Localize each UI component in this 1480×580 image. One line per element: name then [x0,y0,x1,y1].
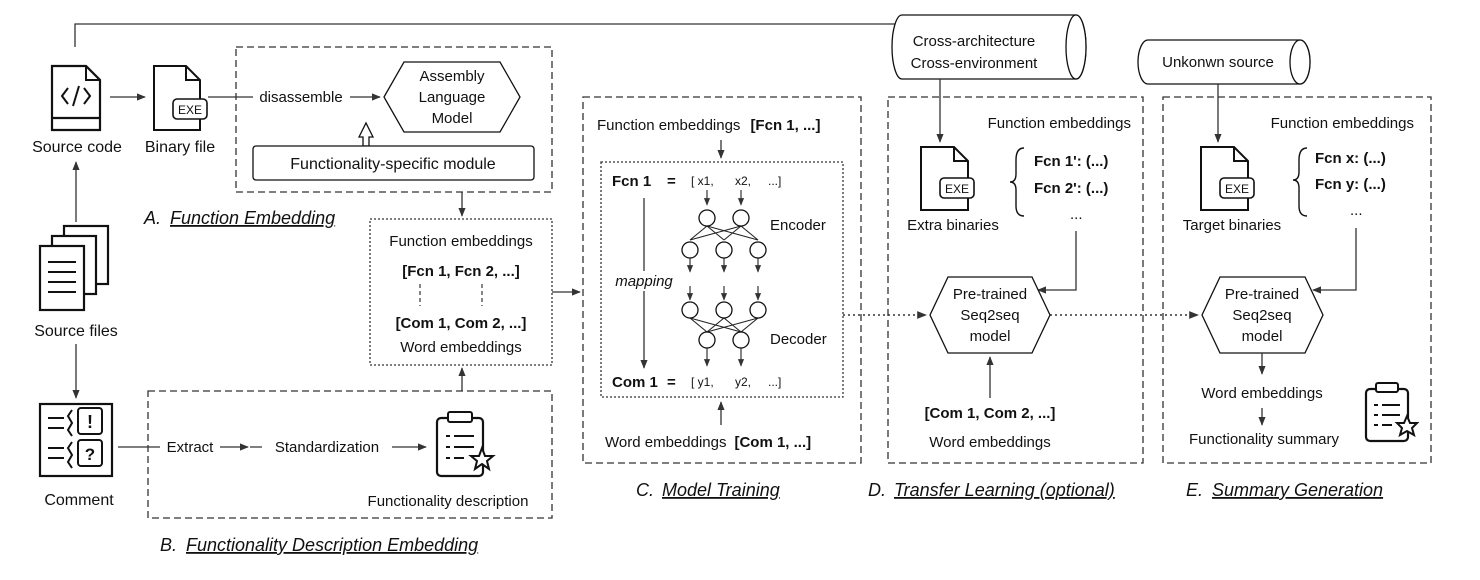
arrow-d-items-to-model [1037,231,1077,294]
section-e-letter: E. [1186,480,1203,500]
c-fcn1: Fcn 1 [612,173,651,190]
d-model-line-3: model [970,328,1011,345]
d-com-list: [Com 1, Com 2, ...] [925,405,1056,422]
mapping-label: mapping [615,273,673,290]
e-we-label: Word embeddings [1201,385,1322,402]
c-fcn1-eq: = [667,173,676,190]
extra-binary-icon [920,146,975,211]
binary-exe-text: EXE [178,103,202,117]
c-y3: ...] [768,375,781,389]
section-d-letter: D. [868,480,886,500]
e-item-3: ... [1350,202,1363,219]
d-model-line-1: Pre-trained [953,286,1027,303]
cross-architecture-cylinder [891,14,1087,80]
network-nodes [681,209,767,349]
arrow-e-items-to-model [1312,228,1357,294]
unknown-source-cylinder [1137,39,1311,85]
d-fe-label: Function embeddings [988,115,1131,132]
cylinder-d-line-1: Cross-architecture [913,33,1036,50]
assembly-model-hexagon [383,61,521,133]
extra-binaries-label: Extra binaries [907,217,999,234]
source-code-icon [50,64,102,132]
functionality-summary-label: Functionality summary [1189,431,1340,448]
functionality-description-label: Functionality description [368,493,529,510]
binary-file-label: Binary file [145,139,215,156]
section-e-box [1162,96,1432,464]
c-x3: ...] [768,174,781,188]
seq2seq-network [686,190,762,367]
e-model-hexagon [1201,276,1324,354]
cylinder-d-line-2: Cross-environment [911,55,1039,72]
c-we-label: Word embeddings[Com 1, ...] [605,434,811,451]
assembly-model-line-1: Assembly [419,68,485,85]
target-binary-icon [1200,146,1255,211]
c-x2: x2, [735,174,751,188]
comment-icon: ! ? [38,402,114,478]
section-d-box [887,96,1144,464]
section-a-box [235,46,553,193]
extract-label: Extract [167,439,215,456]
source-files-label: Source files [34,323,118,340]
e-model-line-1: Pre-trained [1225,286,1299,303]
assembly-model-line-2: Language [419,89,486,106]
source-files-icon [38,224,110,312]
standardization-label: Standardization [275,439,379,456]
d-item-1: Fcn 1': (...) [1034,153,1108,170]
pair-we-label: Word embeddings [400,339,521,356]
d-item-3: ... [1070,206,1083,223]
section-c-title: Model Training [662,480,780,500]
pair-com-list: [Com 1, Com 2, ...] [396,315,527,332]
disassemble-label: disassemble [259,89,342,106]
hollow-up-arrow [357,121,375,147]
functionality-module-box [252,145,535,181]
c-y2: y2, [735,375,751,389]
section-b-letter: B. [160,535,177,555]
e-model-line-2: Seq2seq [1232,307,1291,324]
section-b-box [147,390,553,519]
section-d-title: Transfer Learning (optional) [894,480,1115,500]
section-e-title: Summary Generation [1212,480,1383,500]
assembly-model-line-3: Model [432,110,473,127]
pair-fcn-list: [Fcn 1, Fcn 2, ...] [402,263,520,280]
functionality-module-label: Functionality-specific module [290,156,496,173]
binary-file-icon [153,65,208,131]
d-brace [1009,147,1025,217]
e-fe-label: Function embeddings [1271,115,1414,132]
target-binaries-label: Target binaries [1183,217,1281,234]
e-model-line-3: model [1242,328,1283,345]
pair-fe-label: Function embeddings [389,233,532,250]
d-we-label: Word embeddings [929,434,1050,451]
c-com1-eq: = [667,374,676,391]
summary-clipboard-icon [1364,382,1420,443]
e-brace [1292,147,1308,217]
source-code-label: Source code [32,139,122,156]
d-model-hexagon [929,276,1051,354]
d-exe-text: EXE [945,182,969,196]
comment-label: Comment [44,492,114,509]
e-exe-text: EXE [1225,182,1249,196]
c-y1: [ y1, [691,375,714,389]
top-link-line [74,23,962,47]
section-a-letter: A. [143,208,161,228]
network-box [600,161,844,398]
clipboard-icon [435,411,496,478]
encoder-label: Encoder [770,217,826,234]
unknown-source-label: Unkonwn source [1162,54,1274,71]
d-model-line-2: Seq2seq [960,307,1019,324]
e-item-1: Fcn x: (...) [1315,150,1386,167]
decoder-label: Decoder [770,331,827,348]
section-c-box [582,96,862,464]
c-com1: Com 1 [612,374,658,391]
e-item-2: Fcn y: (...) [1315,176,1386,193]
section-b-title: Functionality Description Embedding [186,535,478,555]
svg-text:!: ! [87,412,93,432]
d-item-2: Fcn 2': (...) [1034,180,1108,197]
c-x1: [ x1, [691,174,714,188]
svg-text:?: ? [85,445,95,464]
section-c-letter: C. [636,480,654,500]
section-a-title: Function Embedding [170,208,335,228]
c-fe-label: Function embeddings[Fcn 1, ...] [597,117,820,134]
